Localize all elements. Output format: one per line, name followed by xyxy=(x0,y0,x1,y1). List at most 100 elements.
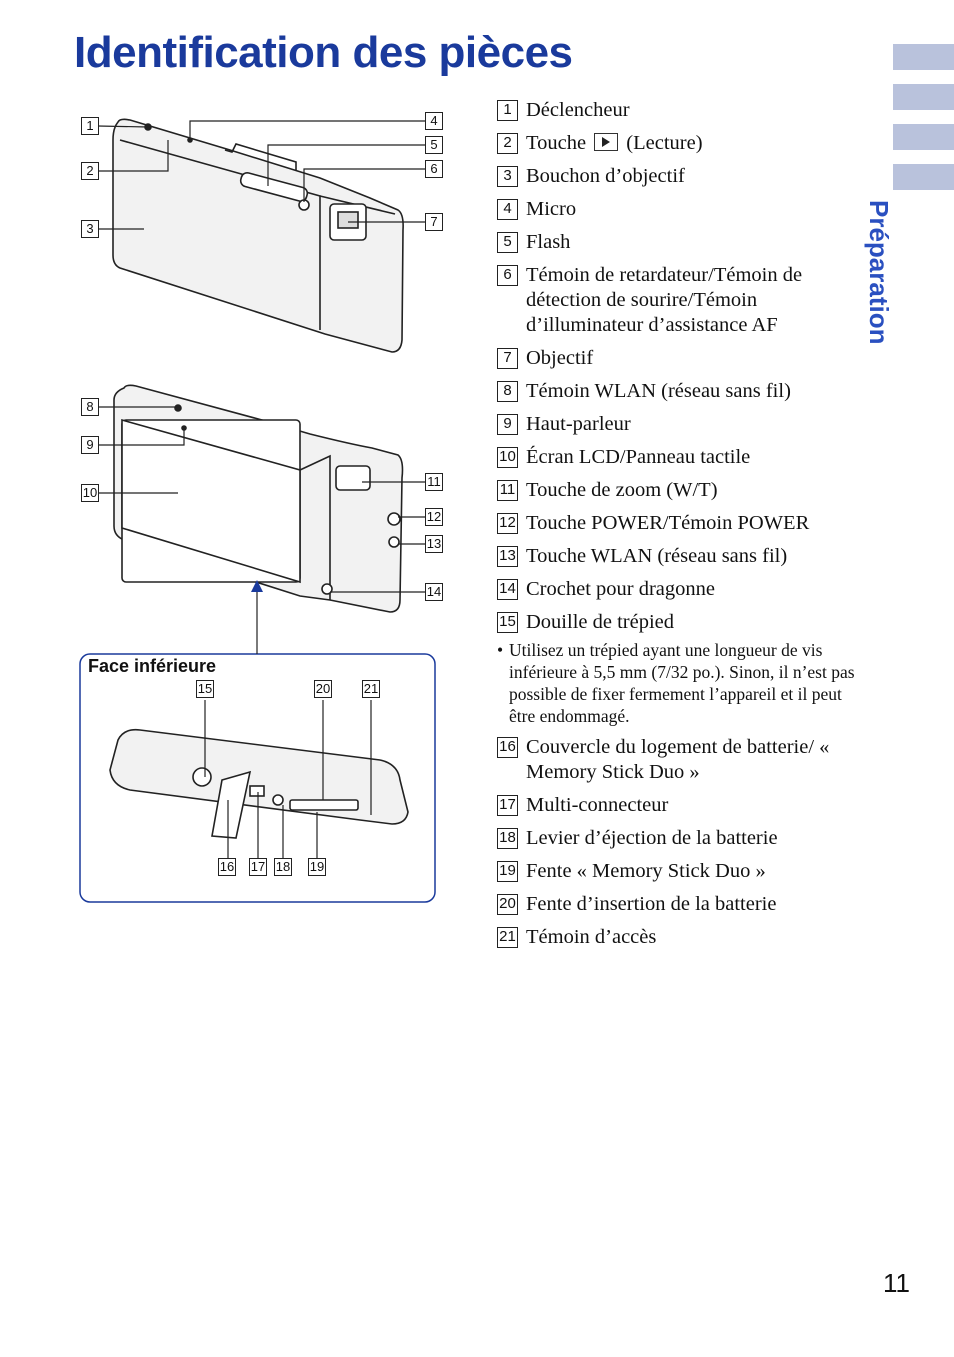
callout-17: 17 xyxy=(249,858,267,876)
camera-illustration xyxy=(79,118,436,903)
callout-4: 4 xyxy=(425,112,443,130)
section-tabs xyxy=(893,44,954,204)
part-item: 15 Douille de trépied xyxy=(497,610,867,635)
part-label: Flash xyxy=(526,231,571,253)
callout-8: 8 xyxy=(81,398,99,416)
part-item: 4 Micro xyxy=(497,197,867,222)
part-number: 8 xyxy=(497,381,518,402)
part-item: 7 Objectif xyxy=(497,346,867,371)
part-label: Témoin de retardateur/Témoin de détectio… xyxy=(526,264,803,336)
part-number: 18 xyxy=(497,828,518,849)
part-label: Touche WLAN (réseau sans fil) xyxy=(526,545,788,567)
part-label: Levier d’éjection de la batterie xyxy=(526,827,778,849)
page-number: 11 xyxy=(883,1268,910,1298)
part-item: 13 Touche WLAN (réseau sans fil) xyxy=(497,544,867,569)
callout-13: 13 xyxy=(425,535,443,553)
part-item: 16 Couvercle du logement de batterie/ « … xyxy=(497,735,867,785)
part-number: 10 xyxy=(497,447,518,468)
callout-1: 1 xyxy=(81,117,99,135)
play-icon xyxy=(594,133,619,151)
callout-3: 3 xyxy=(81,220,99,238)
callout-2: 2 xyxy=(81,162,99,180)
side-section-text: Préparation xyxy=(864,200,894,345)
part-number: 19 xyxy=(497,861,518,882)
part-number: 11 xyxy=(497,480,518,501)
part-number: 13 xyxy=(497,546,518,567)
part-number: 6 xyxy=(497,265,518,286)
part-item: 11 Touche de zoom (W/T) xyxy=(497,478,867,503)
section-tab xyxy=(893,164,954,190)
section-tab xyxy=(893,44,954,70)
parts-list: 1 Déclencheur 2 Touche (Lecture) 3 Bouch… xyxy=(497,98,867,958)
camera-figure: 1 2 3 4 5 6 7 8 9 10 11 12 13 14 Face in… xyxy=(0,0,480,920)
page-title: Identification des pièces xyxy=(74,28,573,77)
part-number: 14 xyxy=(497,579,518,600)
part-item: 2 Touche (Lecture) xyxy=(497,131,867,156)
part-item: 21 Témoin d’accès xyxy=(497,925,867,950)
part-number: 16 xyxy=(497,737,518,758)
callout-19: 19 xyxy=(308,858,326,876)
part-item: 9 Haut-parleur xyxy=(497,412,867,437)
part-number: 2 xyxy=(497,133,518,154)
part-label: Douille de trépied xyxy=(526,611,675,633)
part-label: Témoin d’accès xyxy=(526,926,657,948)
part-item: 20 Fente d’insertion de la batterie xyxy=(497,892,867,917)
part-item: 18 Levier d’éjection de la batterie xyxy=(497,826,867,851)
part-label: Touche POWER/Témoin POWER xyxy=(526,512,810,534)
part-number: 20 xyxy=(497,894,518,915)
part-item: 19 Fente « Memory Stick Duo » xyxy=(497,859,867,884)
part-label: Objectif xyxy=(526,347,594,369)
part-number: 4 xyxy=(497,199,518,220)
part-item: 1 Déclencheur xyxy=(497,98,867,123)
part-item: 8 Témoin WLAN (réseau sans fil) xyxy=(497,379,867,404)
part-number: 12 xyxy=(497,513,518,534)
part-label-suffix: (Lecture) xyxy=(626,132,703,154)
callout-14: 14 xyxy=(425,583,443,601)
part-label: Déclencheur xyxy=(526,99,630,121)
callout-11: 11 xyxy=(425,473,443,491)
part-item: 6 Témoin de retardateur/Témoin de détect… xyxy=(497,263,867,338)
callout-10: 10 xyxy=(81,484,99,502)
part-label: Haut-parleur xyxy=(526,413,631,435)
part-label: Fente « Memory Stick Duo » xyxy=(526,860,766,882)
part-label: Crochet pour dragonne xyxy=(526,578,715,600)
note-text: Utilisez un trépied ayant une longueur d… xyxy=(509,640,855,726)
part-number: 5 xyxy=(497,232,518,253)
part-number: 21 xyxy=(497,927,518,948)
callout-6: 6 xyxy=(425,160,443,178)
part-number: 15 xyxy=(497,612,518,633)
part-label: Fente d’insertion de la batterie xyxy=(526,893,777,915)
part-label: Couvercle du logement de batterie/ « Mem… xyxy=(526,736,830,783)
part-number: 17 xyxy=(497,795,518,816)
part-item: 10 Écran LCD/Panneau tactile xyxy=(497,445,867,470)
part-number: 1 xyxy=(497,100,518,121)
callout-12: 12 xyxy=(425,508,443,526)
part-label: Écran LCD/Panneau tactile xyxy=(526,446,751,468)
tripod-note: • Utilisez un trépied ayant une longueur… xyxy=(497,639,867,727)
callout-16: 16 xyxy=(218,858,236,876)
note-bullet: • xyxy=(497,640,504,660)
callout-7: 7 xyxy=(425,213,443,231)
bottom-face-label: Face inférieure xyxy=(88,656,217,676)
part-item: 5 Flash xyxy=(497,230,867,255)
section-tab xyxy=(893,124,954,150)
part-number: 7 xyxy=(497,348,518,369)
section-tab xyxy=(893,84,954,110)
part-item: 17 Multi-connecteur xyxy=(497,793,867,818)
part-item: 12 Touche POWER/Témoin POWER xyxy=(497,511,867,536)
part-number: 9 xyxy=(497,414,518,435)
callout-5: 5 xyxy=(425,136,443,154)
part-label: Témoin WLAN (réseau sans fil) xyxy=(526,380,791,402)
part-label: Multi-connecteur xyxy=(526,794,669,816)
callout-15: 15 xyxy=(196,680,214,698)
callout-9: 9 xyxy=(81,436,99,454)
part-label: Touche xyxy=(526,132,587,154)
part-item: 3 Bouchon d’objectif xyxy=(497,164,867,189)
part-label: Micro xyxy=(526,198,577,220)
part-number: 3 xyxy=(497,166,518,187)
callout-18: 18 xyxy=(274,858,292,876)
side-section-label: Préparation xyxy=(864,200,940,370)
part-item: 14 Crochet pour dragonne xyxy=(497,577,867,602)
part-label: Bouchon d’objectif xyxy=(526,165,685,187)
callout-20: 20 xyxy=(314,680,332,698)
